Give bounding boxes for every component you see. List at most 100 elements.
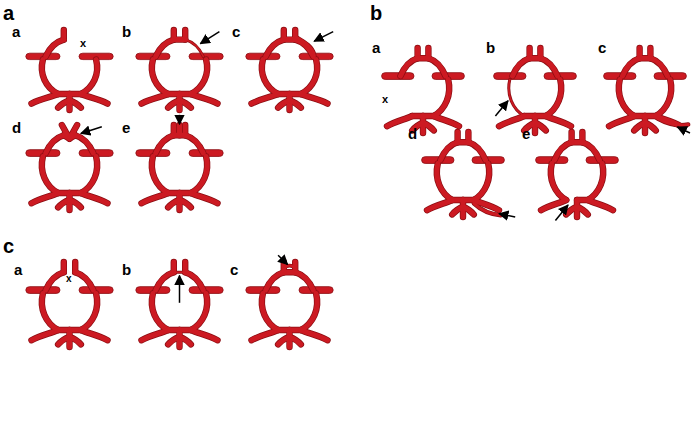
- subfigure-label: e: [522, 126, 530, 141]
- vessel: [301, 60, 317, 94]
- vessel: [541, 200, 566, 210]
- vessel: [32, 94, 59, 104]
- vessel-outline: [42, 293, 58, 330]
- vessel-outline: [546, 116, 571, 126]
- vessel: [70, 125, 78, 139]
- vessel: [46, 272, 64, 290]
- vessel-outline: [191, 156, 207, 193]
- subfigure-label: e: [122, 120, 130, 135]
- vessel-outline: [582, 142, 599, 160]
- vessel: [32, 330, 59, 340]
- vessel-outline: [191, 293, 207, 330]
- vessel: [191, 293, 207, 330]
- vessel-outline: [588, 163, 603, 200]
- pointer-arrow: [278, 255, 288, 264]
- vessel: [295, 272, 313, 290]
- vessel: [81, 193, 108, 203]
- vessel: [582, 142, 599, 160]
- vessel-outline: [301, 60, 317, 94]
- circle-of-willis: [382, 48, 465, 133]
- vessel-outline: [588, 200, 613, 210]
- vessel-outline: [32, 193, 59, 203]
- vessel-outline: [185, 272, 203, 290]
- pointer-arrow: [314, 32, 333, 42]
- circle-of-willis: [246, 262, 333, 347]
- vessel-outline: [474, 163, 489, 200]
- vessel: [441, 142, 458, 160]
- vessel: [427, 200, 452, 210]
- pointer-arrow: [555, 205, 568, 220]
- vessel-outline: [156, 40, 174, 57]
- vessel: [177, 125, 182, 135]
- pointer-arrow: [495, 101, 508, 116]
- vessel: [70, 200, 81, 208]
- vessel: [437, 163, 452, 200]
- subfigure-label: a: [14, 262, 22, 277]
- vessel: [32, 193, 59, 203]
- vessel-outline: [541, 200, 566, 210]
- vessel: [191, 94, 218, 104]
- vessel-outline: [152, 156, 168, 193]
- circle-of-willis: [26, 30, 113, 110]
- vessel-outline: [509, 79, 524, 116]
- vessel: [185, 40, 203, 57]
- vessel-outline: [152, 293, 168, 330]
- vessel-outline: [46, 272, 64, 290]
- vessel-outline: [191, 94, 218, 104]
- absence-mark: x: [382, 94, 388, 105]
- vessel: [656, 79, 671, 116]
- panel-label: a: [3, 3, 14, 23]
- vessel-outline: [434, 79, 449, 116]
- absence-mark: x: [66, 274, 72, 284]
- vessel: [428, 58, 445, 76]
- vessel-outline: [191, 60, 207, 94]
- vessel: [555, 142, 572, 160]
- vessel-outline: [81, 156, 97, 193]
- circle-of-willis: [136, 30, 223, 110]
- vessel-outline: [185, 40, 203, 57]
- vessel-outline: [42, 60, 58, 94]
- panel-label: c: [3, 236, 14, 256]
- vessel-outline: [46, 135, 64, 153]
- subfigure-label: a: [12, 24, 20, 39]
- circle-of-willis: [536, 132, 619, 217]
- vessel: [463, 207, 474, 215]
- subfigure-label: c: [598, 40, 606, 55]
- panel-label: b: [370, 3, 382, 23]
- vessel: [180, 200, 191, 208]
- vessel-outline: [499, 116, 524, 126]
- vessel-outline: [387, 116, 412, 126]
- vessel: [301, 94, 328, 104]
- vessel: [619, 79, 634, 116]
- vessel-outline: [650, 58, 667, 76]
- vessel: [191, 193, 218, 203]
- vessel-outline: [295, 272, 313, 290]
- vessel: [535, 123, 546, 131]
- vessel-outline: [401, 58, 418, 76]
- vessel: [42, 156, 58, 193]
- vessel: [474, 163, 489, 200]
- vessel: [290, 100, 301, 107]
- vessel-outline: [185, 135, 203, 153]
- vessel-outline: [540, 58, 557, 76]
- vessel: [75, 272, 93, 290]
- vessel: [546, 79, 561, 116]
- vessel: [266, 272, 284, 290]
- vessel-outline: [262, 293, 278, 330]
- vessel: [301, 293, 317, 330]
- pointer-arrow: [179, 115, 181, 124]
- vessel: [551, 163, 566, 200]
- vessel: [252, 94, 279, 104]
- vessel: [180, 100, 191, 107]
- vessel-outline: [42, 156, 58, 193]
- vessel: [156, 272, 174, 290]
- vessel-outline: [191, 330, 218, 340]
- circle-of-willis: [246, 30, 333, 110]
- vessel: [434, 116, 459, 126]
- vessel-outline: [301, 330, 328, 340]
- pointer-arrow: [200, 32, 219, 44]
- vessel-outline: [284, 266, 295, 269]
- vessel: [152, 156, 168, 193]
- vessel: [81, 293, 97, 330]
- vessel: [284, 266, 295, 269]
